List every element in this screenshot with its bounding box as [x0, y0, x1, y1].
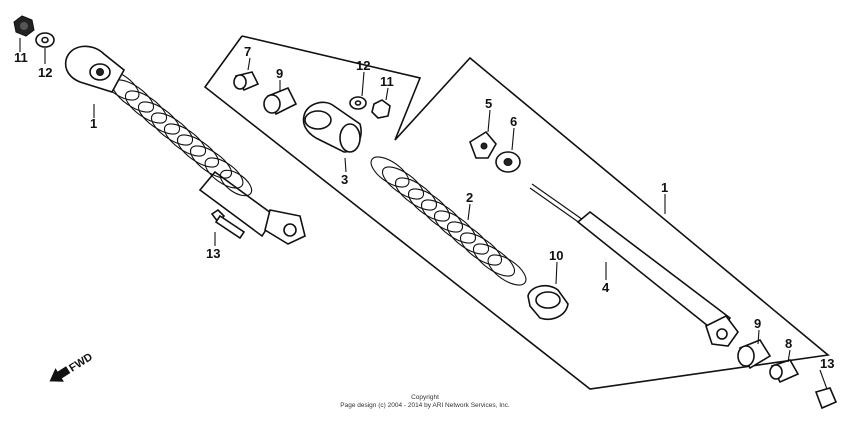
assembled-shock-absorber	[64, 45, 306, 245]
label-11-middle: 11	[380, 74, 394, 89]
bushing-9-top	[263, 86, 298, 116]
label-1-left: 1	[90, 116, 97, 131]
exploded-view-boundary	[203, 35, 830, 390]
fwd-indicator: FWD	[49, 351, 95, 382]
bushing-9-lower	[737, 339, 772, 370]
damper-4	[529, 183, 739, 347]
fwd-label: FWD	[67, 351, 95, 374]
label-12-left: 12	[38, 65, 52, 80]
fwd-arrow-icon	[49, 366, 71, 382]
label-13-right: 13	[820, 356, 834, 371]
label-9-lower: 9	[754, 316, 761, 331]
cap-nut-11-left	[13, 15, 35, 37]
collar-8	[769, 359, 800, 384]
copyright-line-2: Page design (c) 2004 - 2014 by ARI Netwo…	[340, 402, 510, 409]
bolt-13-left	[210, 208, 246, 240]
label-12-middle: 12	[356, 58, 370, 73]
label-10: 10	[549, 248, 563, 263]
label-6: 6	[510, 114, 517, 129]
label-7: 7	[244, 44, 251, 59]
label-2: 2	[466, 190, 473, 205]
label-4: 4	[602, 280, 610, 295]
leader-lines	[19, 38, 791, 363]
spring-adjuster-10	[527, 284, 569, 320]
label-3: 3	[341, 172, 348, 187]
label-5: 5	[485, 96, 492, 111]
cap-nut-11-middle	[371, 99, 391, 119]
label-11-left: 11	[14, 50, 28, 65]
spring-seat-3	[302, 101, 362, 153]
copyright-line-1: Copyright	[411, 394, 439, 401]
bolt-13-right	[814, 369, 838, 410]
collar-7	[233, 71, 260, 92]
label-9-top: 9	[276, 66, 283, 81]
spring-2	[370, 156, 527, 286]
rubber-5	[469, 130, 497, 159]
washer-12-left	[35, 32, 55, 48]
washer-12-middle	[349, 96, 367, 110]
label-1-right: 1	[661, 180, 668, 195]
rubber-ring-6	[495, 151, 521, 173]
label-8: 8	[785, 336, 792, 351]
label-13-left: 13	[206, 246, 220, 261]
